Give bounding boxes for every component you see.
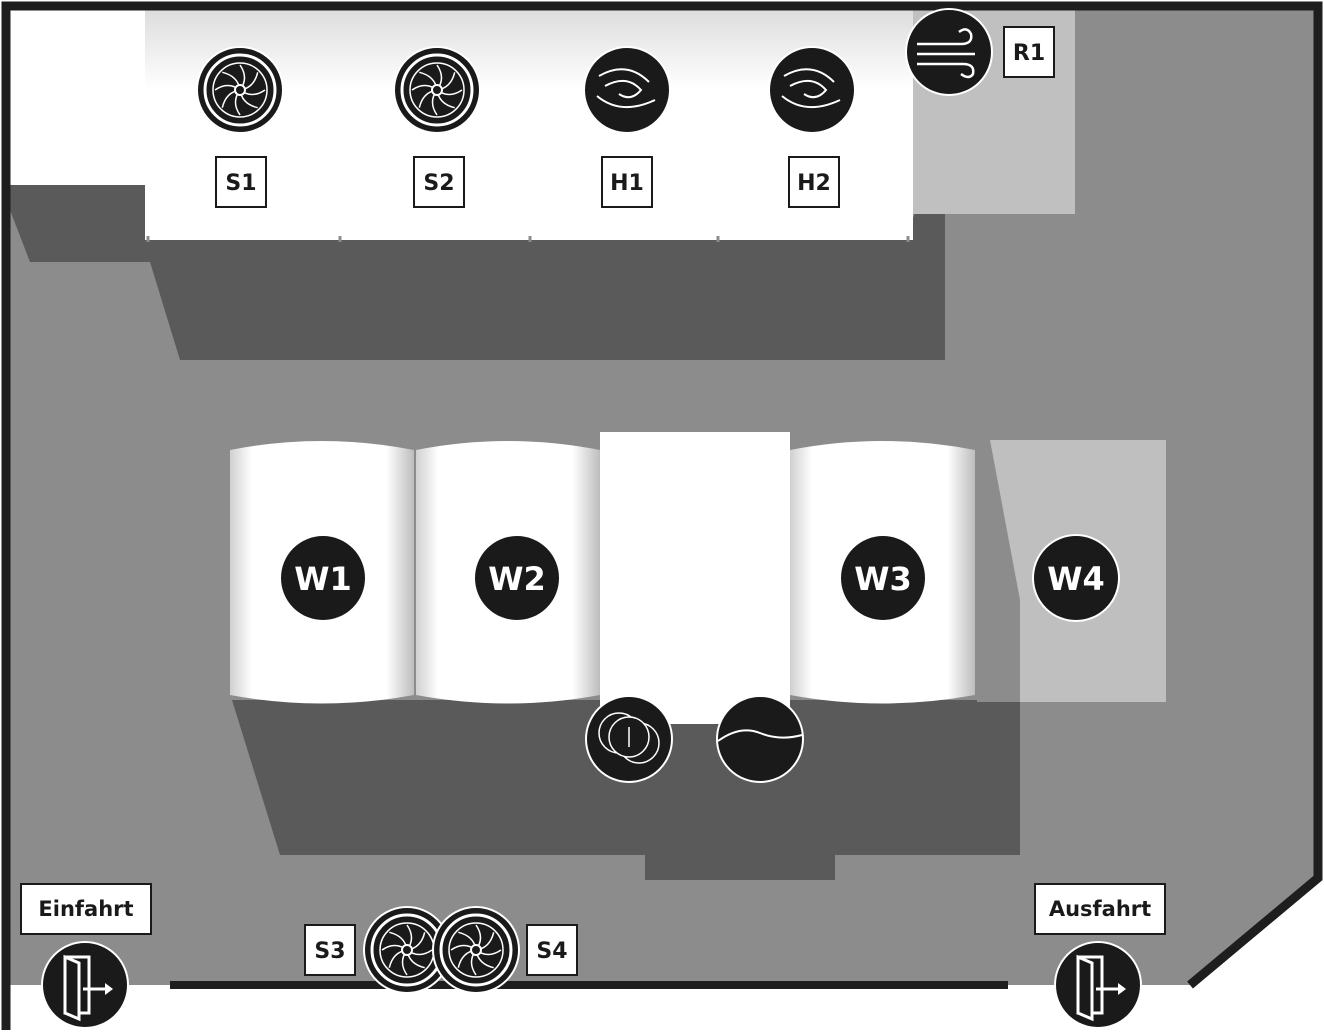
air-dryer-icon [905,8,993,96]
label-r1-text: R1 [1013,41,1045,66]
bay-marker-w4-text: W4 [1047,560,1105,598]
label-s3-text: S3 [314,939,345,964]
spray-swirl-icon [583,46,671,134]
label-h2-text: H2 [797,171,831,196]
label-s4: S4 [526,924,578,976]
bay-center [600,432,790,724]
cloth-icon [716,695,804,783]
label-s2-text: S2 [423,171,454,196]
bay-marker-w4: W4 [1032,534,1120,622]
bay-marker-w3: W3 [839,534,927,622]
door-entry-icon [40,940,130,1030]
bay-marker-w1-text: W1 [294,560,352,598]
exit-label: Ausfahrt [1034,883,1166,935]
label-s3: S3 [304,924,356,976]
bay-marker-w3-text: W3 [854,560,912,598]
label-h2: H2 [788,156,840,208]
exit-label-text: Ausfahrt [1049,897,1151,921]
bay-marker-w2-text: W2 [488,560,546,598]
label-s1-text: S1 [225,171,256,196]
bay-w4-shadow [977,440,1020,702]
shadow-top-stations [10,130,945,360]
label-s2: S2 [413,156,465,208]
brush-wheel-icon [431,905,521,995]
label-s1: S1 [215,156,267,208]
bay-marker-w1: W1 [279,534,367,622]
label-r1: R1 [1003,26,1055,78]
spray-swirl-icon [768,46,856,134]
brush-wheel-icon [392,45,482,135]
brush-wheel-icon [195,45,285,135]
label-h1-text: H1 [610,171,644,196]
bay-marker-w2: W2 [473,534,561,622]
label-s4-text: S4 [536,939,567,964]
shadow-bays [232,700,1020,880]
strip-dividers [146,236,910,242]
entry-label: Einfahrt [20,883,152,935]
top-left-corner [8,8,148,185]
coin-machine-icon [585,695,673,783]
door-exit-icon [1053,940,1143,1030]
entry-label-text: Einfahrt [38,897,133,921]
label-h1: H1 [601,156,653,208]
